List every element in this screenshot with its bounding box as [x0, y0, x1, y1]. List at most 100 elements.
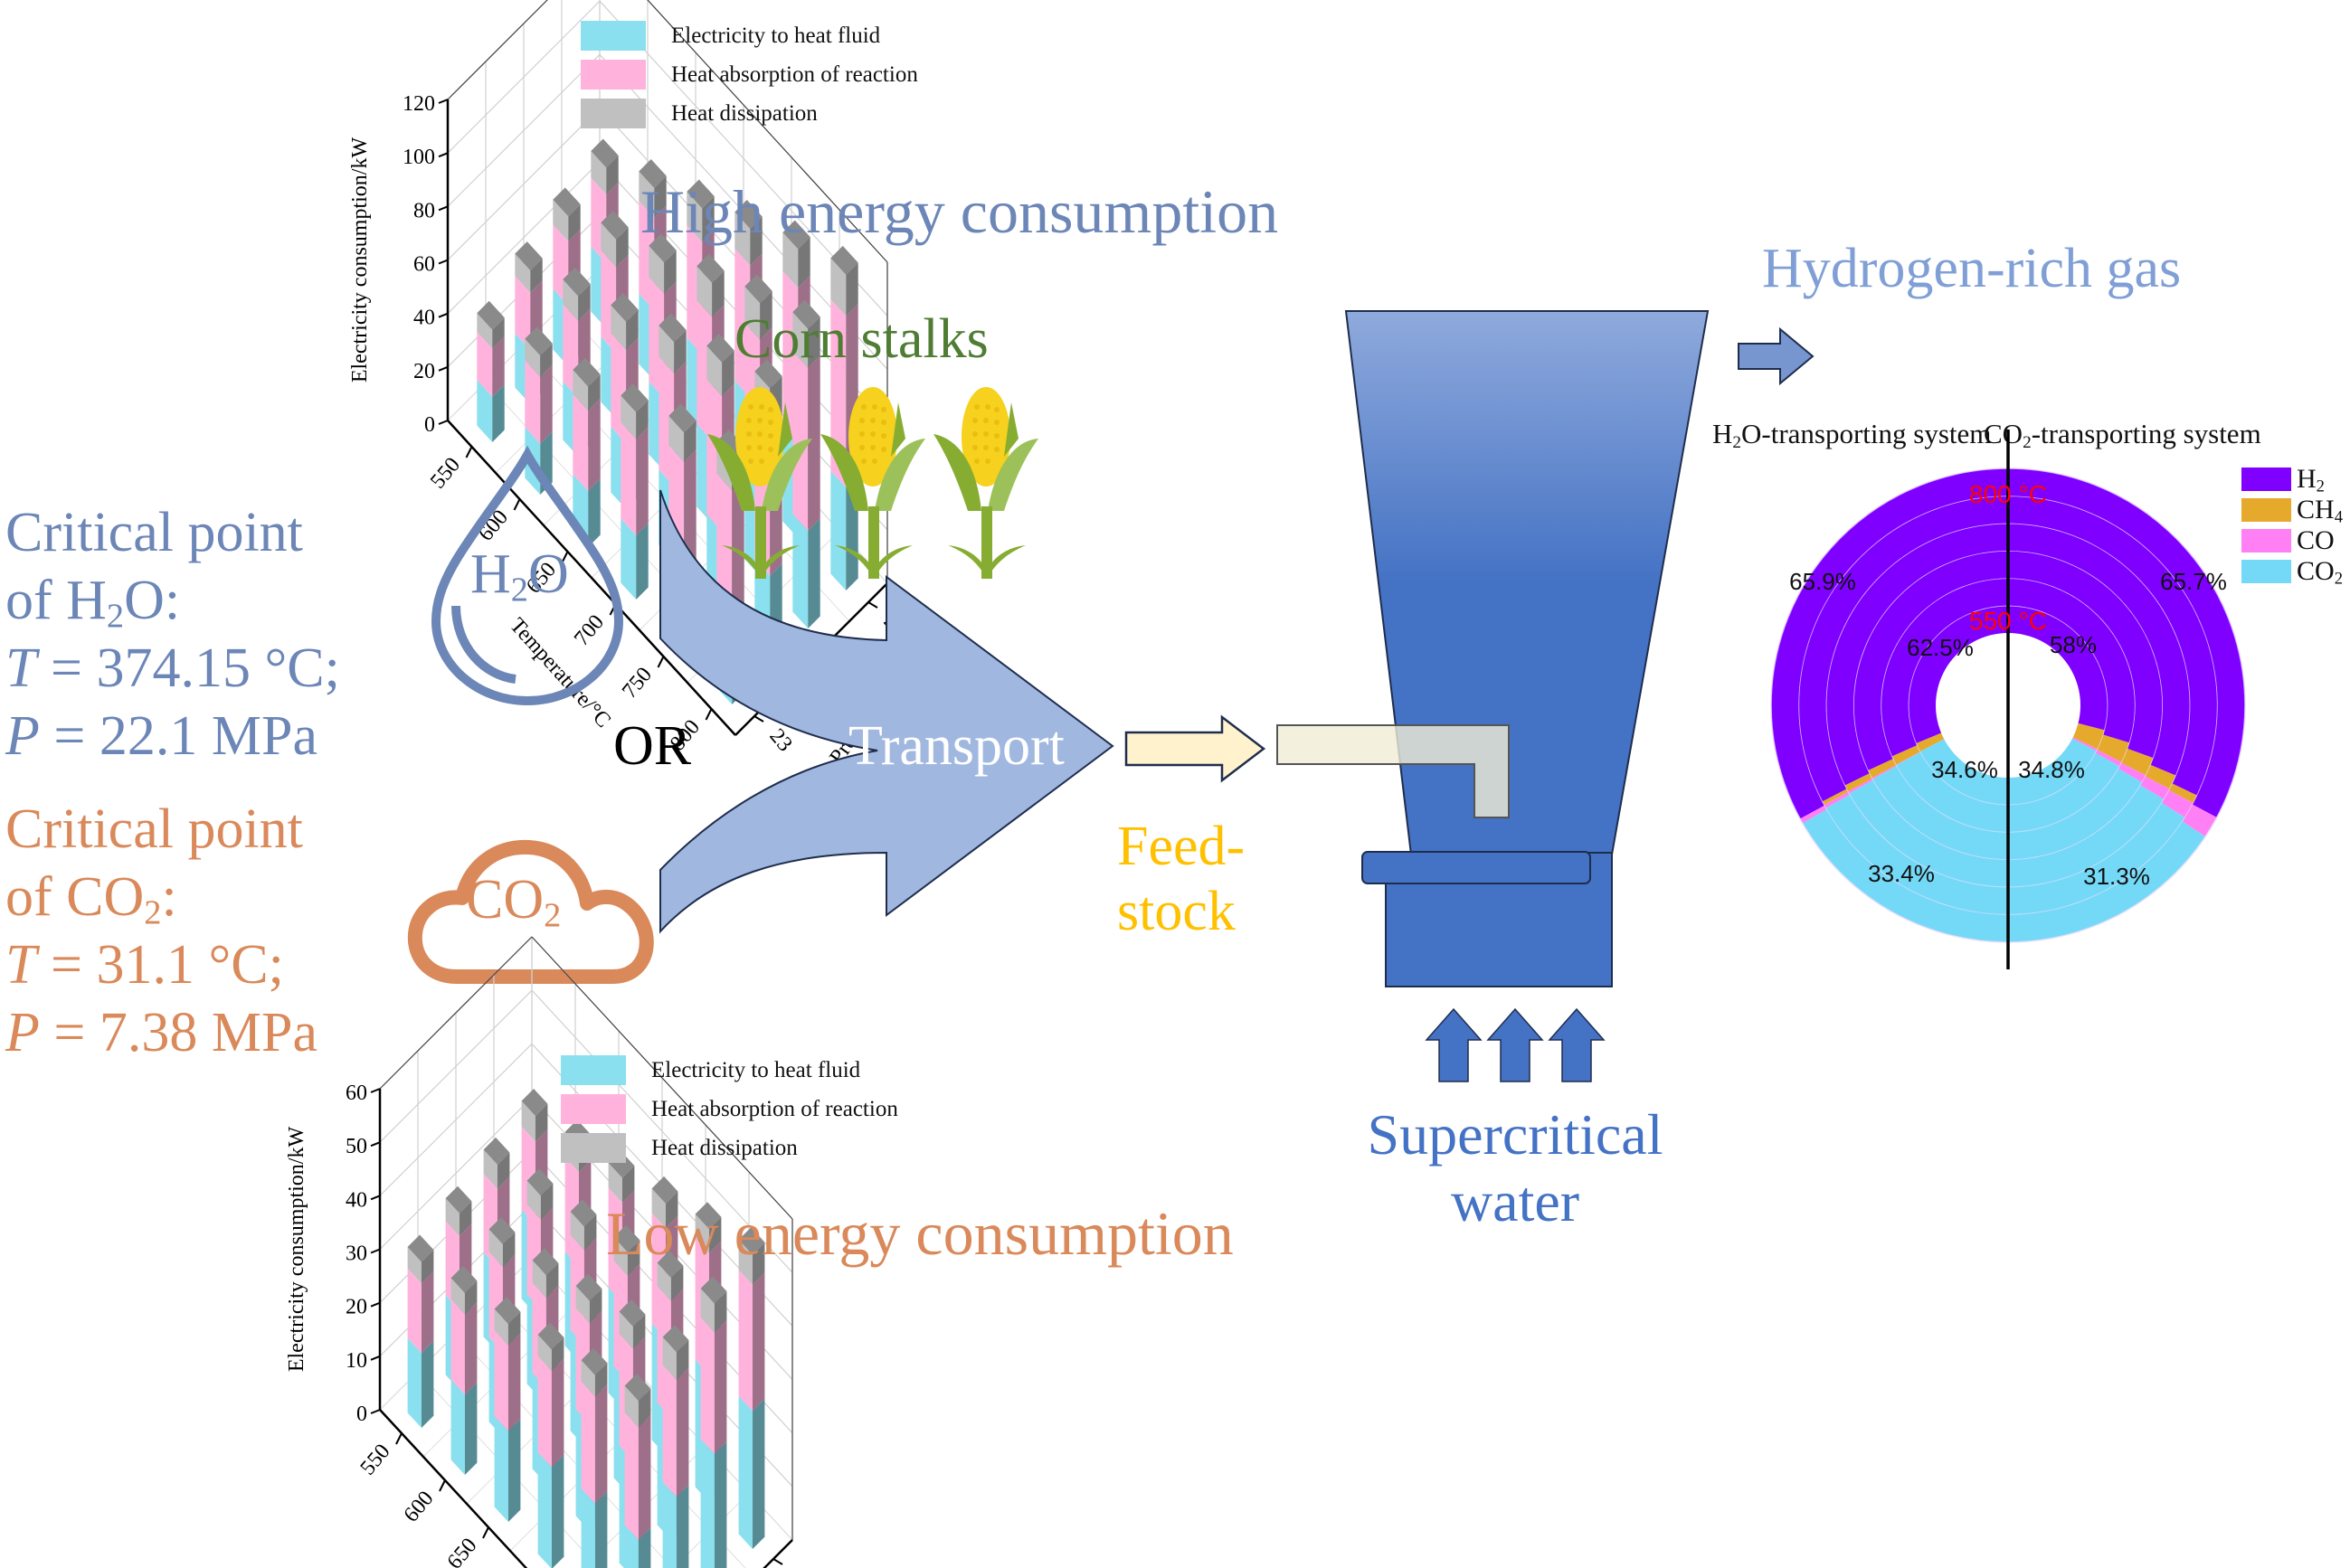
bar — [581, 1347, 608, 1568]
z-tick-label: 0 — [424, 413, 435, 437]
donut-segment-left-ch4 — [1867, 759, 1896, 779]
bar-segment-side — [714, 1320, 727, 1454]
data-label: 65.7% — [2160, 568, 2227, 595]
donut-segment-left-h2 — [1853, 551, 2008, 771]
bar — [477, 300, 505, 442]
bar-segment-front — [581, 1381, 595, 1504]
donut-segment-left-co2 — [1848, 779, 2008, 888]
bar-segment-front — [662, 1481, 677, 1568]
data-label: 65.9% — [1789, 568, 1856, 595]
bar-segment-front — [608, 1162, 622, 1204]
donut-segment-right-co — [2140, 776, 2170, 800]
critical-co2-line2: of CO2: — [5, 866, 177, 932]
bar-top — [830, 245, 858, 275]
inner-temperature-label: 550 °C — [1969, 607, 2047, 635]
bar-top — [668, 403, 696, 433]
z-tick-label: 60 — [413, 253, 435, 277]
bar-segment-front — [494, 1330, 508, 1431]
bar-segment-front — [662, 1337, 677, 1381]
bar-top — [407, 1234, 434, 1262]
data-label: 34.8% — [2018, 756, 2085, 783]
droplet-label: H2O — [470, 543, 569, 609]
bar — [792, 299, 820, 628]
bar-segment-side — [664, 250, 677, 294]
bar-segment-front — [477, 331, 493, 397]
bar-segment-front — [450, 1299, 465, 1395]
transport-arrow — [659, 489, 1114, 934]
bar-top — [581, 1347, 608, 1375]
bar-segment-front — [477, 313, 493, 349]
supercritical-water-arrows — [1425, 1007, 1606, 1082]
bar-segment-front — [537, 1355, 552, 1468]
high-energy-3d-bar-chart: 0204060801001205506006507007508002325272… — [348, 0, 914, 769]
donut-segment-right-co — [2072, 737, 2099, 751]
bar-segment-side — [594, 1384, 608, 1504]
low-energy-heading: Low energy consumption — [606, 1199, 1234, 1268]
bar-segment-front — [570, 1211, 584, 1251]
bar-segment-front — [581, 1488, 595, 1568]
bar-segment-side — [714, 1441, 727, 1568]
bar-segment-side — [636, 400, 649, 439]
bar-segment-front — [734, 212, 751, 266]
donut-segment-right-h2 — [2008, 605, 2108, 731]
bar-segment-front — [483, 1149, 497, 1189]
bar-segment-front — [521, 1100, 535, 1142]
bar-top — [649, 233, 677, 263]
donut-legend-co2: CO2 — [2241, 556, 2343, 587]
bar-segment-front — [613, 1237, 628, 1276]
feed-pipe — [1276, 724, 1510, 818]
bar-top — [706, 333, 734, 363]
up-arrow-icon-3 — [1548, 1007, 1606, 1082]
bar-top — [624, 1374, 651, 1402]
bar-segment-front — [738, 1395, 753, 1550]
bar-segment-front — [624, 1385, 639, 1428]
bar-segment-side — [568, 203, 581, 241]
bar-top — [483, 1137, 510, 1165]
bar-segment-side — [551, 1337, 564, 1372]
bar-segment-side — [588, 478, 601, 547]
bar-segment-side — [594, 1491, 608, 1568]
critical-point-h2o: Critical point of H2O: T = 374.15 °C; P … — [5, 499, 340, 770]
donut-segment-right-co — [2095, 750, 2122, 767]
bar-segment-side — [684, 420, 696, 462]
bar-top — [700, 1276, 727, 1304]
z-tick-label: 50 — [346, 1135, 367, 1158]
donut-segment-right-h2 — [2008, 523, 2191, 776]
bar-segment-side — [421, 1270, 434, 1354]
bar-segment-side — [540, 1183, 554, 1220]
bar-segment-side — [636, 427, 649, 535]
donut-segment-left-co — [1847, 778, 1873, 794]
bar-segment-front — [738, 1239, 753, 1285]
bar-segment-front — [526, 1180, 541, 1220]
bar-segment-side — [702, 196, 715, 242]
bar-segment-front — [537, 1451, 552, 1568]
donut-segment-right-h2 — [2008, 468, 2245, 818]
bar-segment-side — [492, 317, 505, 349]
z-tick-label: 10 — [346, 1349, 367, 1373]
bar-segment-side — [545, 1262, 559, 1299]
bar-segment-side — [551, 1358, 564, 1468]
bar-segment-side — [497, 1152, 510, 1189]
or-label: OR — [613, 715, 692, 777]
donut-segment-right-h2 — [2008, 496, 2218, 796]
donut-segment-right-co — [2161, 789, 2194, 818]
bar-segment-front — [563, 279, 579, 321]
bar-top — [738, 1227, 765, 1255]
bar-segment-front — [621, 395, 637, 439]
up-arrow-icon-1 — [1425, 1007, 1483, 1082]
donut-segment-right-ch4 — [2072, 723, 2105, 750]
bar-segment-side — [798, 237, 810, 288]
bar-segment-front — [515, 253, 531, 293]
hydrogen-out-arrow — [1738, 326, 1815, 386]
z-tick-label: 40 — [413, 307, 435, 330]
bar-segment-front — [573, 369, 589, 411]
bar-segment-side — [606, 156, 619, 195]
bar-segment-front — [700, 1317, 715, 1454]
bar-top — [575, 1273, 602, 1301]
bar-segment-front — [601, 222, 617, 268]
bar-segment-front — [477, 380, 493, 442]
bar-segment-front — [649, 245, 665, 294]
bar-segment-front — [537, 1334, 552, 1372]
bar-segment-front — [700, 1439, 715, 1568]
bar-segment-side — [492, 384, 505, 442]
